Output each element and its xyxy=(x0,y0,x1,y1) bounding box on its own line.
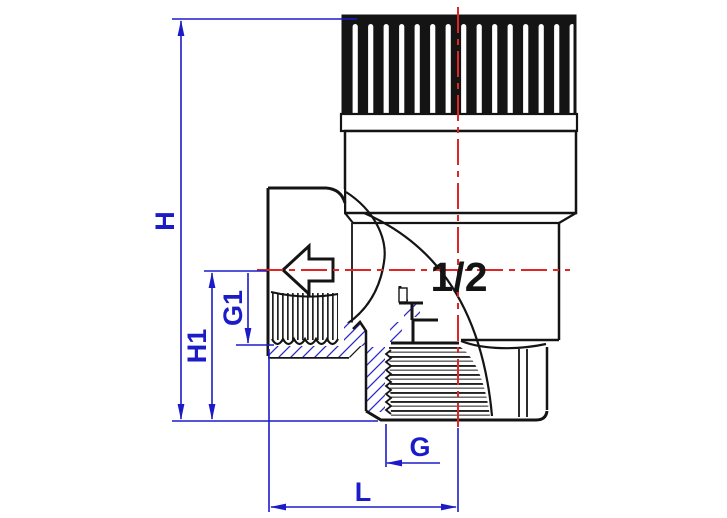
upper-housing xyxy=(343,129,578,342)
bottom-port-thread xyxy=(384,341,490,416)
dim-label-h: H xyxy=(150,211,180,231)
size-marking: 1/2 xyxy=(431,254,488,300)
valve-body xyxy=(266,14,579,422)
bottom-port-body xyxy=(365,339,549,422)
dimension-labels: H H1 G1 G L xyxy=(150,211,431,507)
dim-label-l: L xyxy=(355,477,372,507)
dim-label-h1: H1 xyxy=(182,329,212,364)
dim-label-g: G xyxy=(409,432,430,462)
dim-label-g1: G1 xyxy=(218,290,248,326)
seat-steps xyxy=(352,286,438,411)
dimensions xyxy=(172,18,459,512)
side-port-thread xyxy=(270,291,339,346)
centerlines xyxy=(257,7,570,427)
internal-cavity-curves xyxy=(345,191,494,417)
